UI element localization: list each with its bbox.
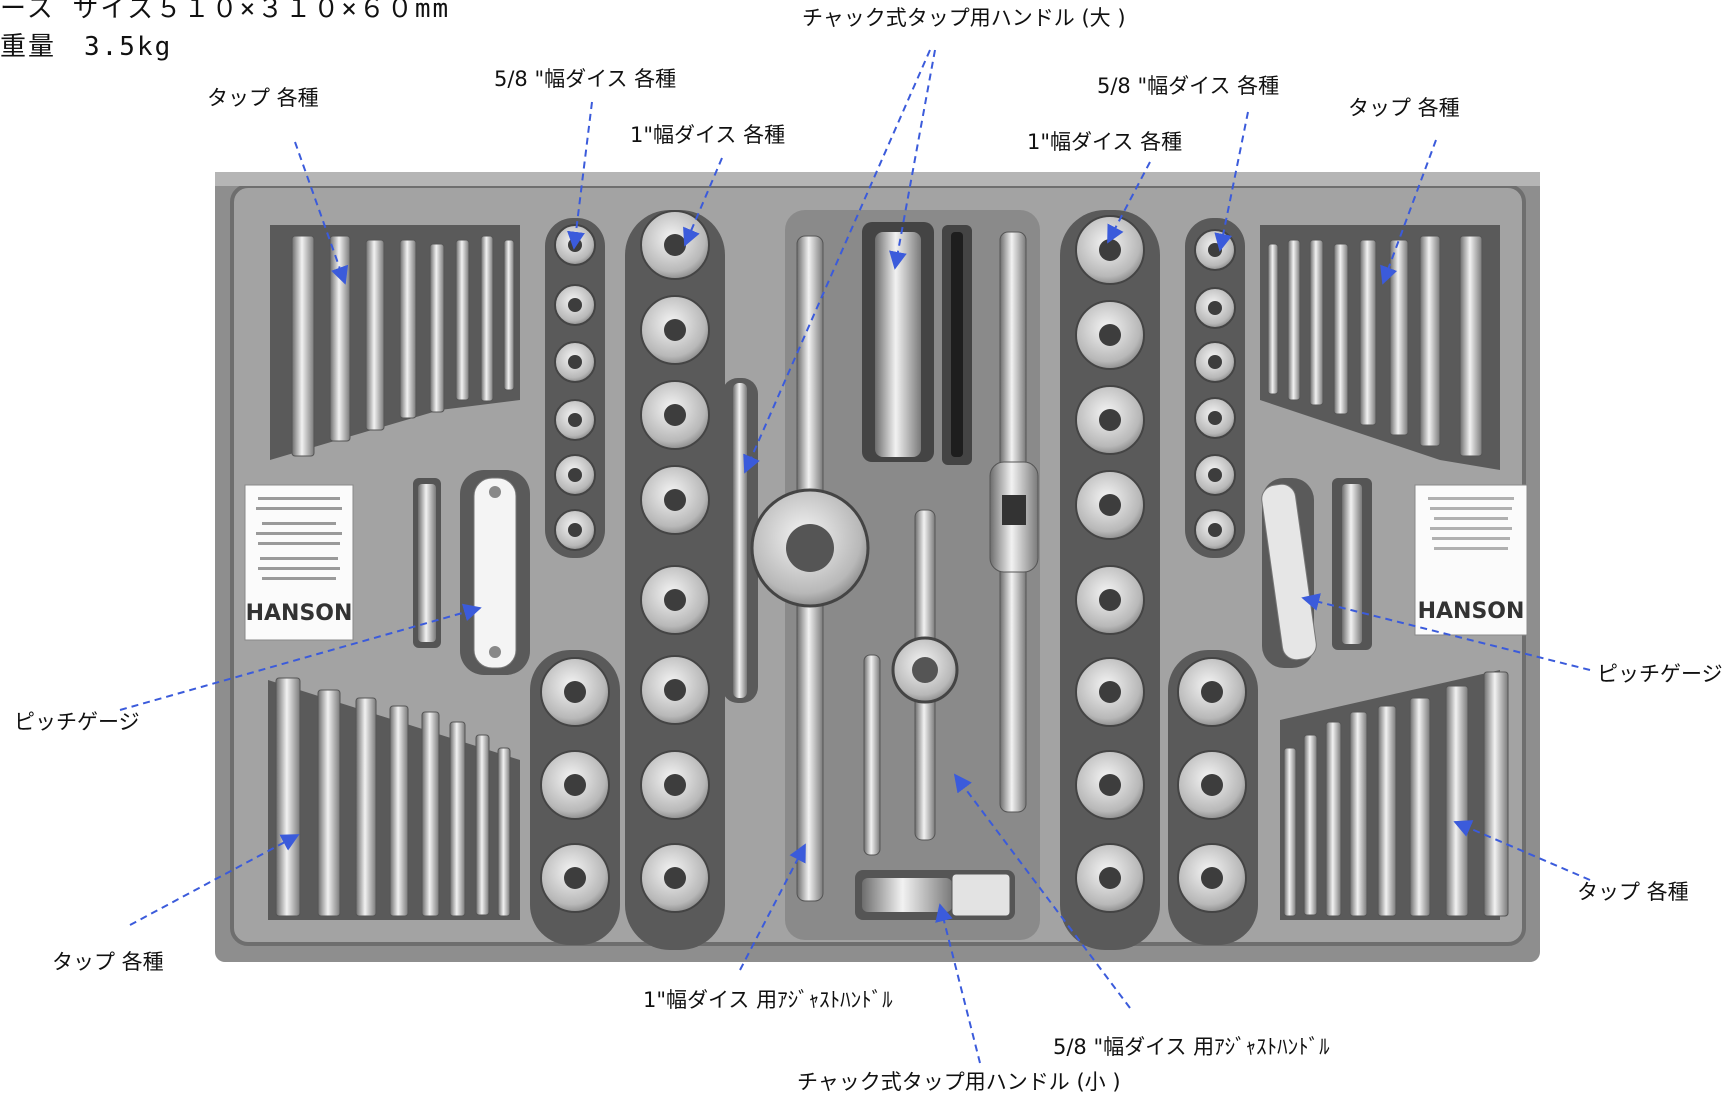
tap-wrench-large <box>989 231 1039 813</box>
taps-top-right <box>1267 235 1483 457</box>
pitch-gauge-left <box>413 470 530 675</box>
chuck-tap-handle-small <box>855 870 1015 920</box>
callout-arrows <box>119 49 1591 1064</box>
pitch-gauge-right <box>1261 478 1372 668</box>
label-chuck-handle-large: チャック式タップ用ハンドル (大 ) <box>802 6 1126 30</box>
brand-logo-right: HANSON <box>1418 599 1525 624</box>
taps-bottom-right <box>1283 671 1509 917</box>
label-die-1-handle: 1"幅ダイス 用ｱｼﾞｬｽﾄﾊﾝﾄﾞﾙ <box>643 988 893 1012</box>
die-stock-1-inch <box>733 235 870 902</box>
taps-top-left <box>291 235 515 457</box>
label-die-58-left: 5/8 "幅ダイス 各種 <box>494 67 677 91</box>
brand-logo-left: HANSON <box>246 601 353 626</box>
label-die-58-handle: 5/8 "幅ダイス 用ｱｼﾞｬｽﾄﾊﾝﾄﾞﾙ <box>1053 1035 1330 1059</box>
chuck-tap-handle-large <box>862 222 972 465</box>
label-tap-top-right: タップ 各種 <box>1348 96 1460 120</box>
weight-spec: 重量 3.5kg <box>0 32 173 62</box>
label-tap-bottom-right: タップ 各種 <box>1577 880 1689 904</box>
die-stock-58-inch <box>863 509 959 856</box>
label-die-58-right: 5/8 "幅ダイス 各種 <box>1097 74 1280 98</box>
info-card-right: HANSON <box>1414 484 1528 636</box>
dies-58-left <box>554 224 596 551</box>
label-pitch-gauge-right: ピッチゲージ <box>1597 662 1723 686</box>
info-card-left: HANSON <box>244 484 354 641</box>
label-die-1-right: 1"幅ダイス 各種 <box>1027 130 1183 154</box>
label-pitch-gauge-left: ピッチゲージ <box>14 710 140 734</box>
label-chuck-handle-small: チャック式タップ用ハンドル (小 ) <box>797 1070 1121 1094</box>
taps-bottom-left <box>275 677 511 917</box>
label-die-1-left: 1"幅ダイス 各種 <box>630 123 786 147</box>
label-tap-bottom-left: タップ 各種 <box>52 950 164 974</box>
label-tap-top-left: タップ 各種 <box>207 86 319 110</box>
case-size-spec: ース サイズ５１０×３１０×６０mm <box>0 0 451 24</box>
